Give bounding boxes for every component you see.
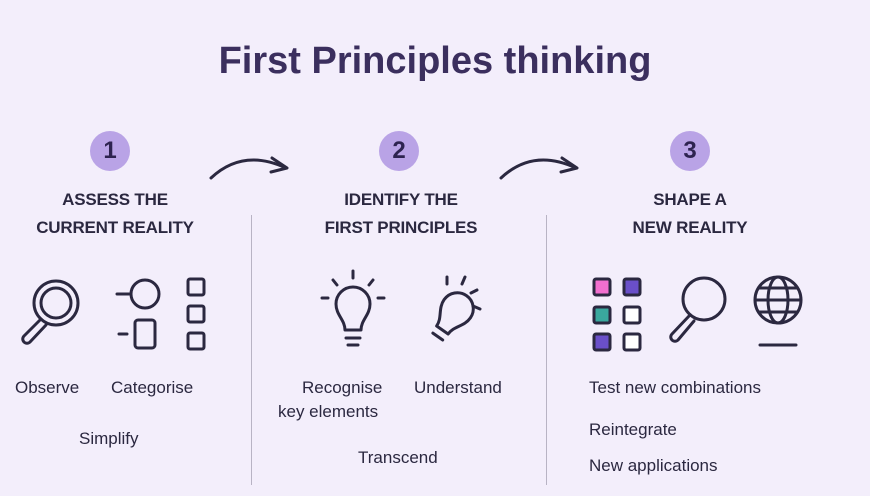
heading-line: SHAPE A [653, 190, 727, 209]
step-3-heading: SHAPE A NEW REALITY [570, 186, 810, 242]
label-reintegrate: Reintegrate [589, 420, 677, 439]
lightbulb-icon [320, 269, 386, 347]
list-boxes-icon [186, 277, 206, 351]
heading-line: FIRST PRINCIPLES [324, 218, 478, 237]
arrow-right-icon [499, 156, 579, 180]
label-understand: Understand [414, 378, 502, 397]
step-number-3: 3 [670, 131, 710, 171]
magnifier-icon [21, 279, 80, 345]
heading-line: ASSESS THE [62, 190, 168, 209]
categorise-icon [115, 278, 161, 350]
heading-line: IDENTIFY THE [344, 190, 458, 209]
label-categorise: Categorise [111, 378, 194, 397]
arrow-right-icon [209, 156, 289, 180]
globe-icon [753, 275, 803, 347]
label-new-applications: New applications [589, 456, 718, 475]
heading-line: NEW REALITY [632, 218, 748, 237]
label-key-elements: key elements [278, 402, 379, 421]
divider [251, 215, 252, 485]
label-recognise: Recognise [302, 378, 383, 397]
magnifier-icon [669, 276, 727, 343]
step-number-1: 1 [90, 131, 130, 171]
page-title: First Principles thinking [218, 40, 652, 82]
divider [546, 215, 547, 485]
step-1-heading: ASSESS THE CURRENT REALITY [0, 186, 235, 242]
label-transcend: Transcend [358, 448, 438, 467]
step-2-heading: IDENTIFY THE FIRST PRINCIPLES [281, 186, 521, 242]
heading-line: CURRENT REALITY [36, 218, 194, 237]
color-grid-icon [592, 277, 642, 352]
label-simplify: Simplify [79, 429, 139, 448]
step-number-2: 2 [379, 131, 419, 171]
label-observe: Observe [15, 378, 80, 397]
label-test-new-combinations: Test new combinations [589, 378, 761, 397]
tilted-lightbulb-icon [431, 275, 482, 342]
